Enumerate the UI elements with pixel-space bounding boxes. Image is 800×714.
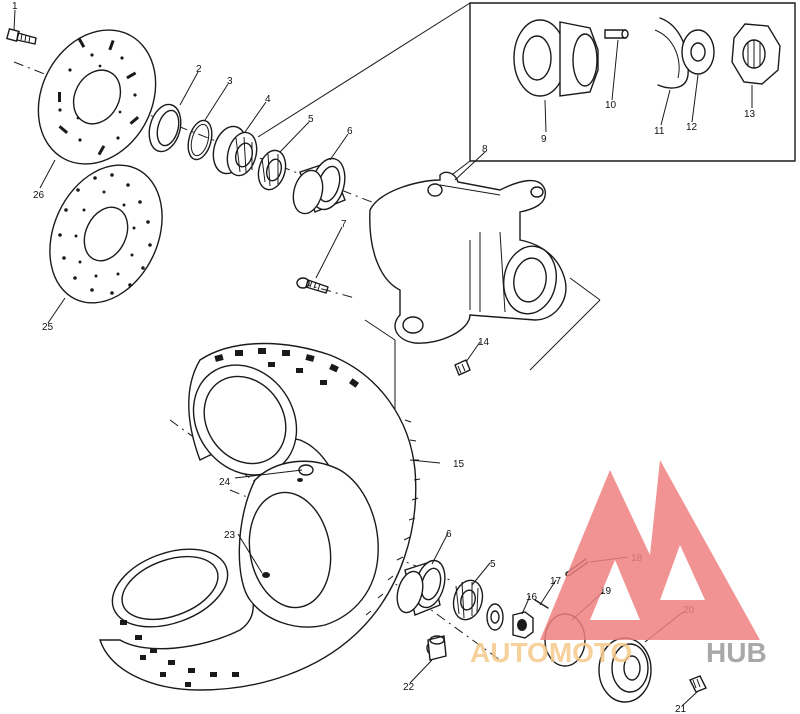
callout-23: 23	[224, 530, 236, 541]
callout-24: 24	[219, 477, 231, 488]
watermark-word-right: HUB	[706, 637, 767, 668]
callout-7: 7	[341, 219, 347, 230]
callout-5-lower: 5	[490, 559, 496, 570]
leader-lines	[13, 9, 753, 707]
callout-21: 21	[675, 704, 687, 714]
watermark-logo: AUTOMOTO HUB	[470, 460, 767, 668]
callout-13: 13	[744, 109, 756, 120]
callout-10: 10	[605, 100, 617, 111]
callout-17: 17	[550, 576, 562, 587]
callout-4: 4	[265, 94, 271, 105]
callout-6-lower: 6	[446, 529, 452, 540]
callout-11: 11	[654, 126, 665, 137]
callout-26: 26	[33, 190, 45, 201]
callout-12: 12	[686, 122, 698, 133]
stud	[454, 359, 471, 376]
caliper-bolt	[296, 277, 329, 294]
callout-25: 25	[42, 322, 54, 333]
callout-19: 19	[600, 586, 612, 597]
callout-3: 3	[227, 76, 233, 87]
callout-6: 6	[347, 126, 353, 137]
race-upper	[292, 157, 346, 215]
brake-disc-upper	[37, 29, 157, 165]
callout-5: 5	[308, 114, 314, 125]
watermark-mountain-icon	[540, 460, 760, 640]
seal-ring-upper	[148, 103, 213, 161]
callout-22: 22	[403, 682, 415, 693]
callout-16: 16	[526, 592, 538, 603]
inset-parts	[513, 17, 781, 97]
callout-9: 9	[541, 134, 547, 145]
brake-disc-lower	[49, 164, 163, 304]
watermark-word-left: AUTOMOTO	[470, 637, 632, 668]
disc-bolt	[6, 28, 37, 45]
callout-1: 1	[12, 1, 18, 12]
bearing-upper	[212, 125, 287, 191]
callout-14: 14	[478, 337, 490, 348]
lower-axle-parts	[396, 558, 589, 667]
hub-knuckle	[369, 171, 567, 344]
callout-2: 2	[196, 64, 202, 75]
callout-8: 8	[482, 144, 488, 155]
wheel-rim	[238, 460, 379, 628]
callout-15: 15	[453, 459, 465, 470]
